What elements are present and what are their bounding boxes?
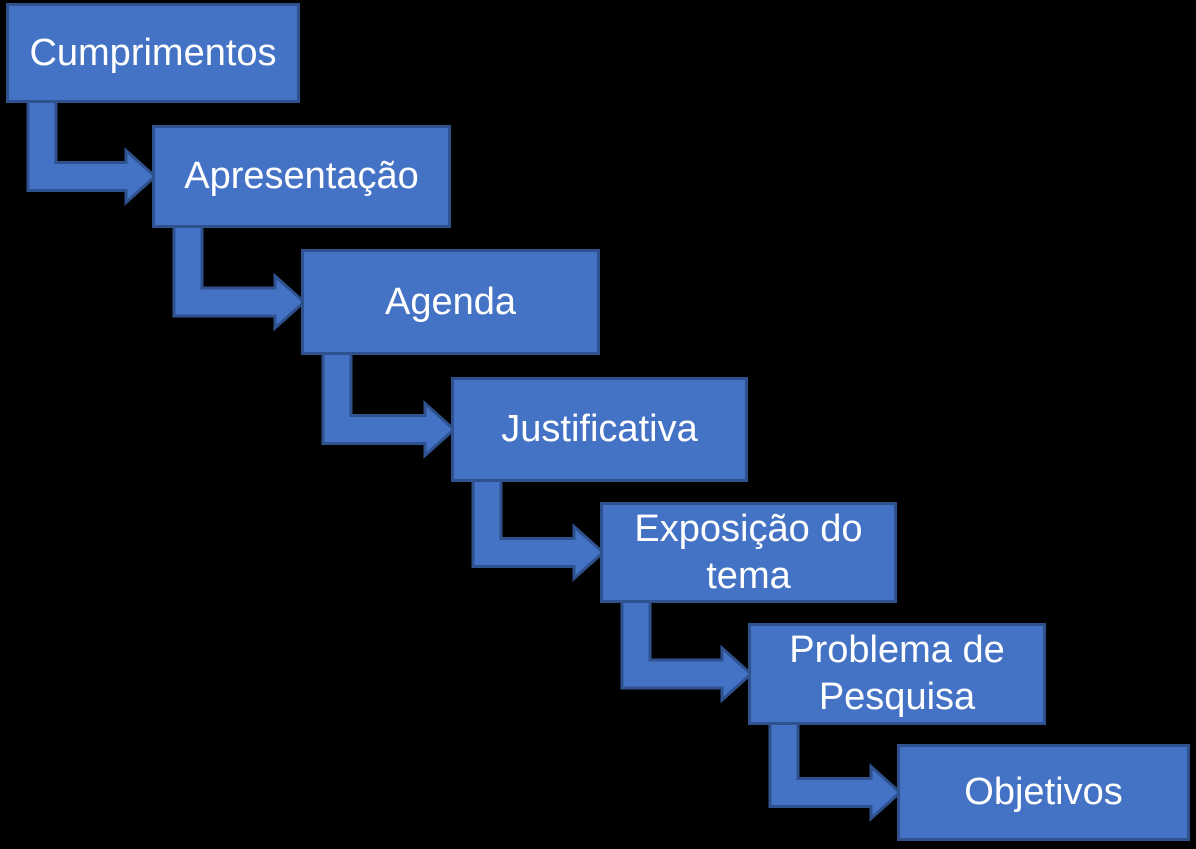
step-label: Agenda (384, 280, 516, 323)
bent-arrow-connector (321, 350, 457, 459)
step-label: Objetivos (964, 771, 1123, 813)
bent-arrow-connector (768, 720, 903, 822)
bent-arrow-connector (26, 98, 158, 206)
step-box: Justificativa (451, 377, 748, 482)
bent-arrow-connector (471, 477, 606, 582)
step-label: Cumprimentos (29, 31, 277, 74)
bent-arrow-connector (172, 223, 307, 332)
step-label: Justificativa (501, 408, 698, 450)
step-box: Exposição do tema (600, 502, 897, 603)
bent-arrow-connector (620, 598, 754, 704)
step-label: Apresentação (184, 155, 419, 197)
step-box: Cumprimentos (6, 3, 300, 103)
step-label: Exposição do tema (634, 507, 863, 597)
step-box: Problema de Pesquisa (748, 623, 1046, 725)
step-label: Problema de Pesquisa (789, 629, 1005, 718)
step-box: Apresentação (152, 125, 451, 228)
step-box: Objetivos (897, 744, 1190, 841)
step-box: Agenda (301, 249, 600, 355)
